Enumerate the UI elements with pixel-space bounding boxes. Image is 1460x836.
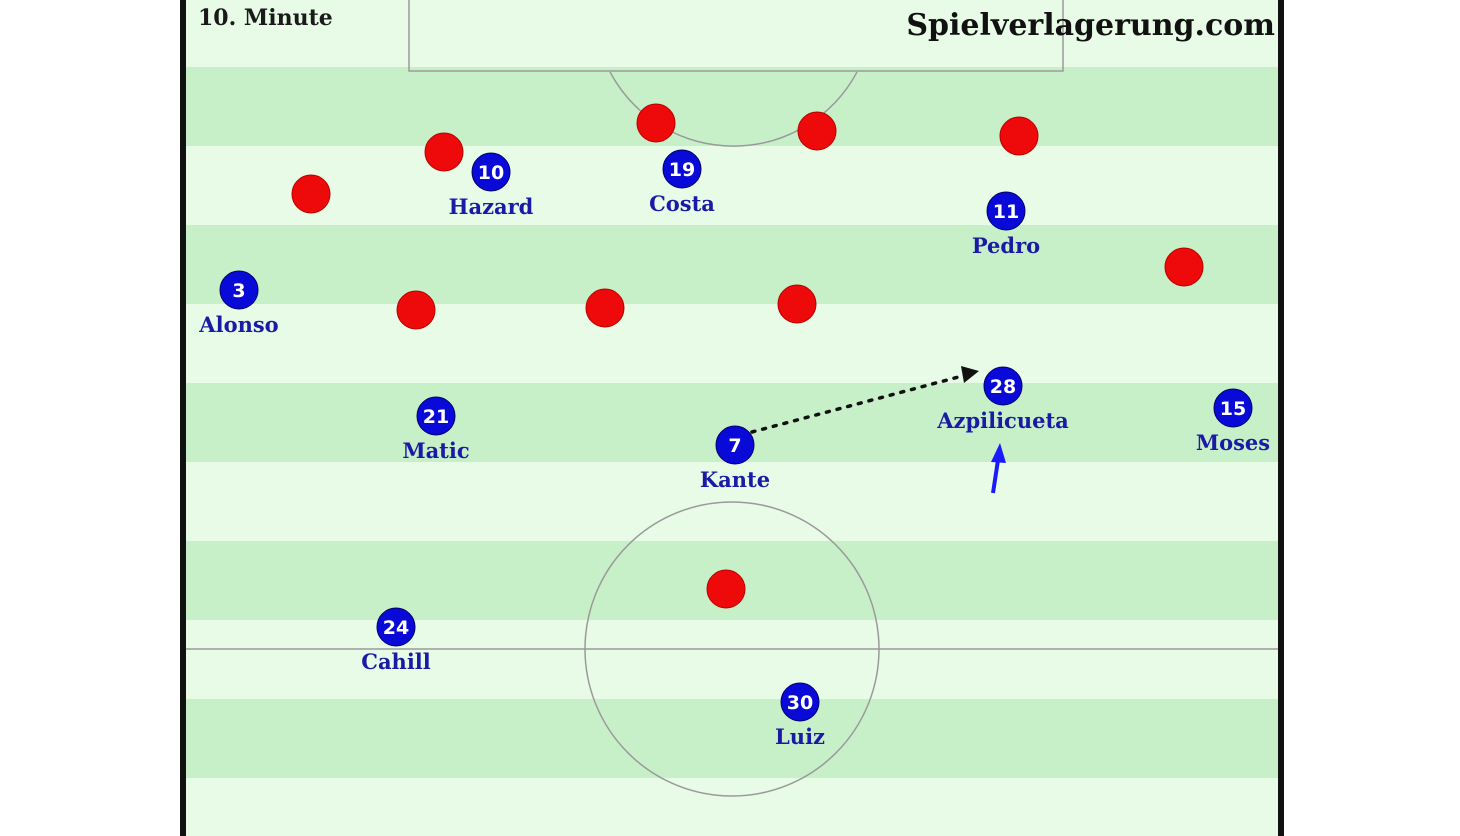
player-name: Pedro [972, 233, 1040, 258]
player-name: Costa [649, 191, 715, 216]
centre-circle [584, 501, 880, 797]
player-name: Hazard [449, 194, 534, 219]
red-player-marker [636, 103, 676, 143]
player-name: Azpilicueta [936, 408, 1069, 433]
penalty-arc [609, 71, 858, 147]
player-number: 15 [1220, 398, 1246, 420]
player-number: 7 [728, 435, 741, 457]
minute-label: 10. Minute [198, 5, 333, 31]
pitch-stripe [186, 304, 1278, 383]
red-player-marker [585, 288, 625, 328]
player-marker [662, 149, 702, 189]
player-number: 24 [383, 617, 409, 639]
player-name: Moses [1196, 430, 1270, 455]
player-number: 21 [423, 406, 449, 428]
player-number: 10 [478, 162, 504, 184]
player-marker [780, 682, 820, 722]
player-name: Cahill [361, 649, 431, 674]
red-player-marker [706, 569, 746, 609]
pitch-stripe [186, 778, 1278, 836]
red-player-marker [797, 111, 837, 151]
red-player-marker [396, 290, 436, 330]
player-marker [983, 366, 1023, 406]
red-player-marker [777, 284, 817, 324]
pitch-stripe [186, 146, 1278, 225]
player-number: 19 [669, 159, 695, 181]
player-name: Luiz [775, 724, 825, 749]
pitch-stripe [186, 699, 1278, 778]
site-watermark: Spielverlagerung.com [906, 8, 1275, 43]
pitch-stripe [186, 67, 1278, 146]
red-player-marker [291, 174, 331, 214]
red-player-marker [1164, 247, 1204, 287]
player-marker [715, 425, 755, 465]
pitch-stripe [186, 0, 1278, 67]
pitch-stripe [186, 225, 1278, 304]
pitch-stripes [186, 0, 1278, 836]
player-marker [1213, 388, 1253, 428]
player-number: 30 [787, 692, 813, 714]
red-player-marker [999, 116, 1039, 156]
run-arrow [991, 443, 1006, 494]
red-player-marker [424, 132, 464, 172]
player-name: Matic [402, 438, 469, 463]
player-marker [416, 396, 456, 436]
player-marker [471, 152, 511, 192]
player-number: 3 [232, 280, 245, 302]
player-name: Alonso [198, 312, 278, 337]
player-name: Kante [700, 467, 770, 492]
player-marker [986, 191, 1026, 231]
player-number: 28 [990, 376, 1016, 398]
pass-arrow [750, 366, 979, 434]
player-number: 11 [993, 201, 1019, 223]
player-marker [219, 270, 259, 310]
pitch-stripe [186, 620, 1278, 699]
player-marker [376, 607, 416, 647]
penalty-box [408, 0, 1064, 72]
red-team [291, 103, 1204, 609]
